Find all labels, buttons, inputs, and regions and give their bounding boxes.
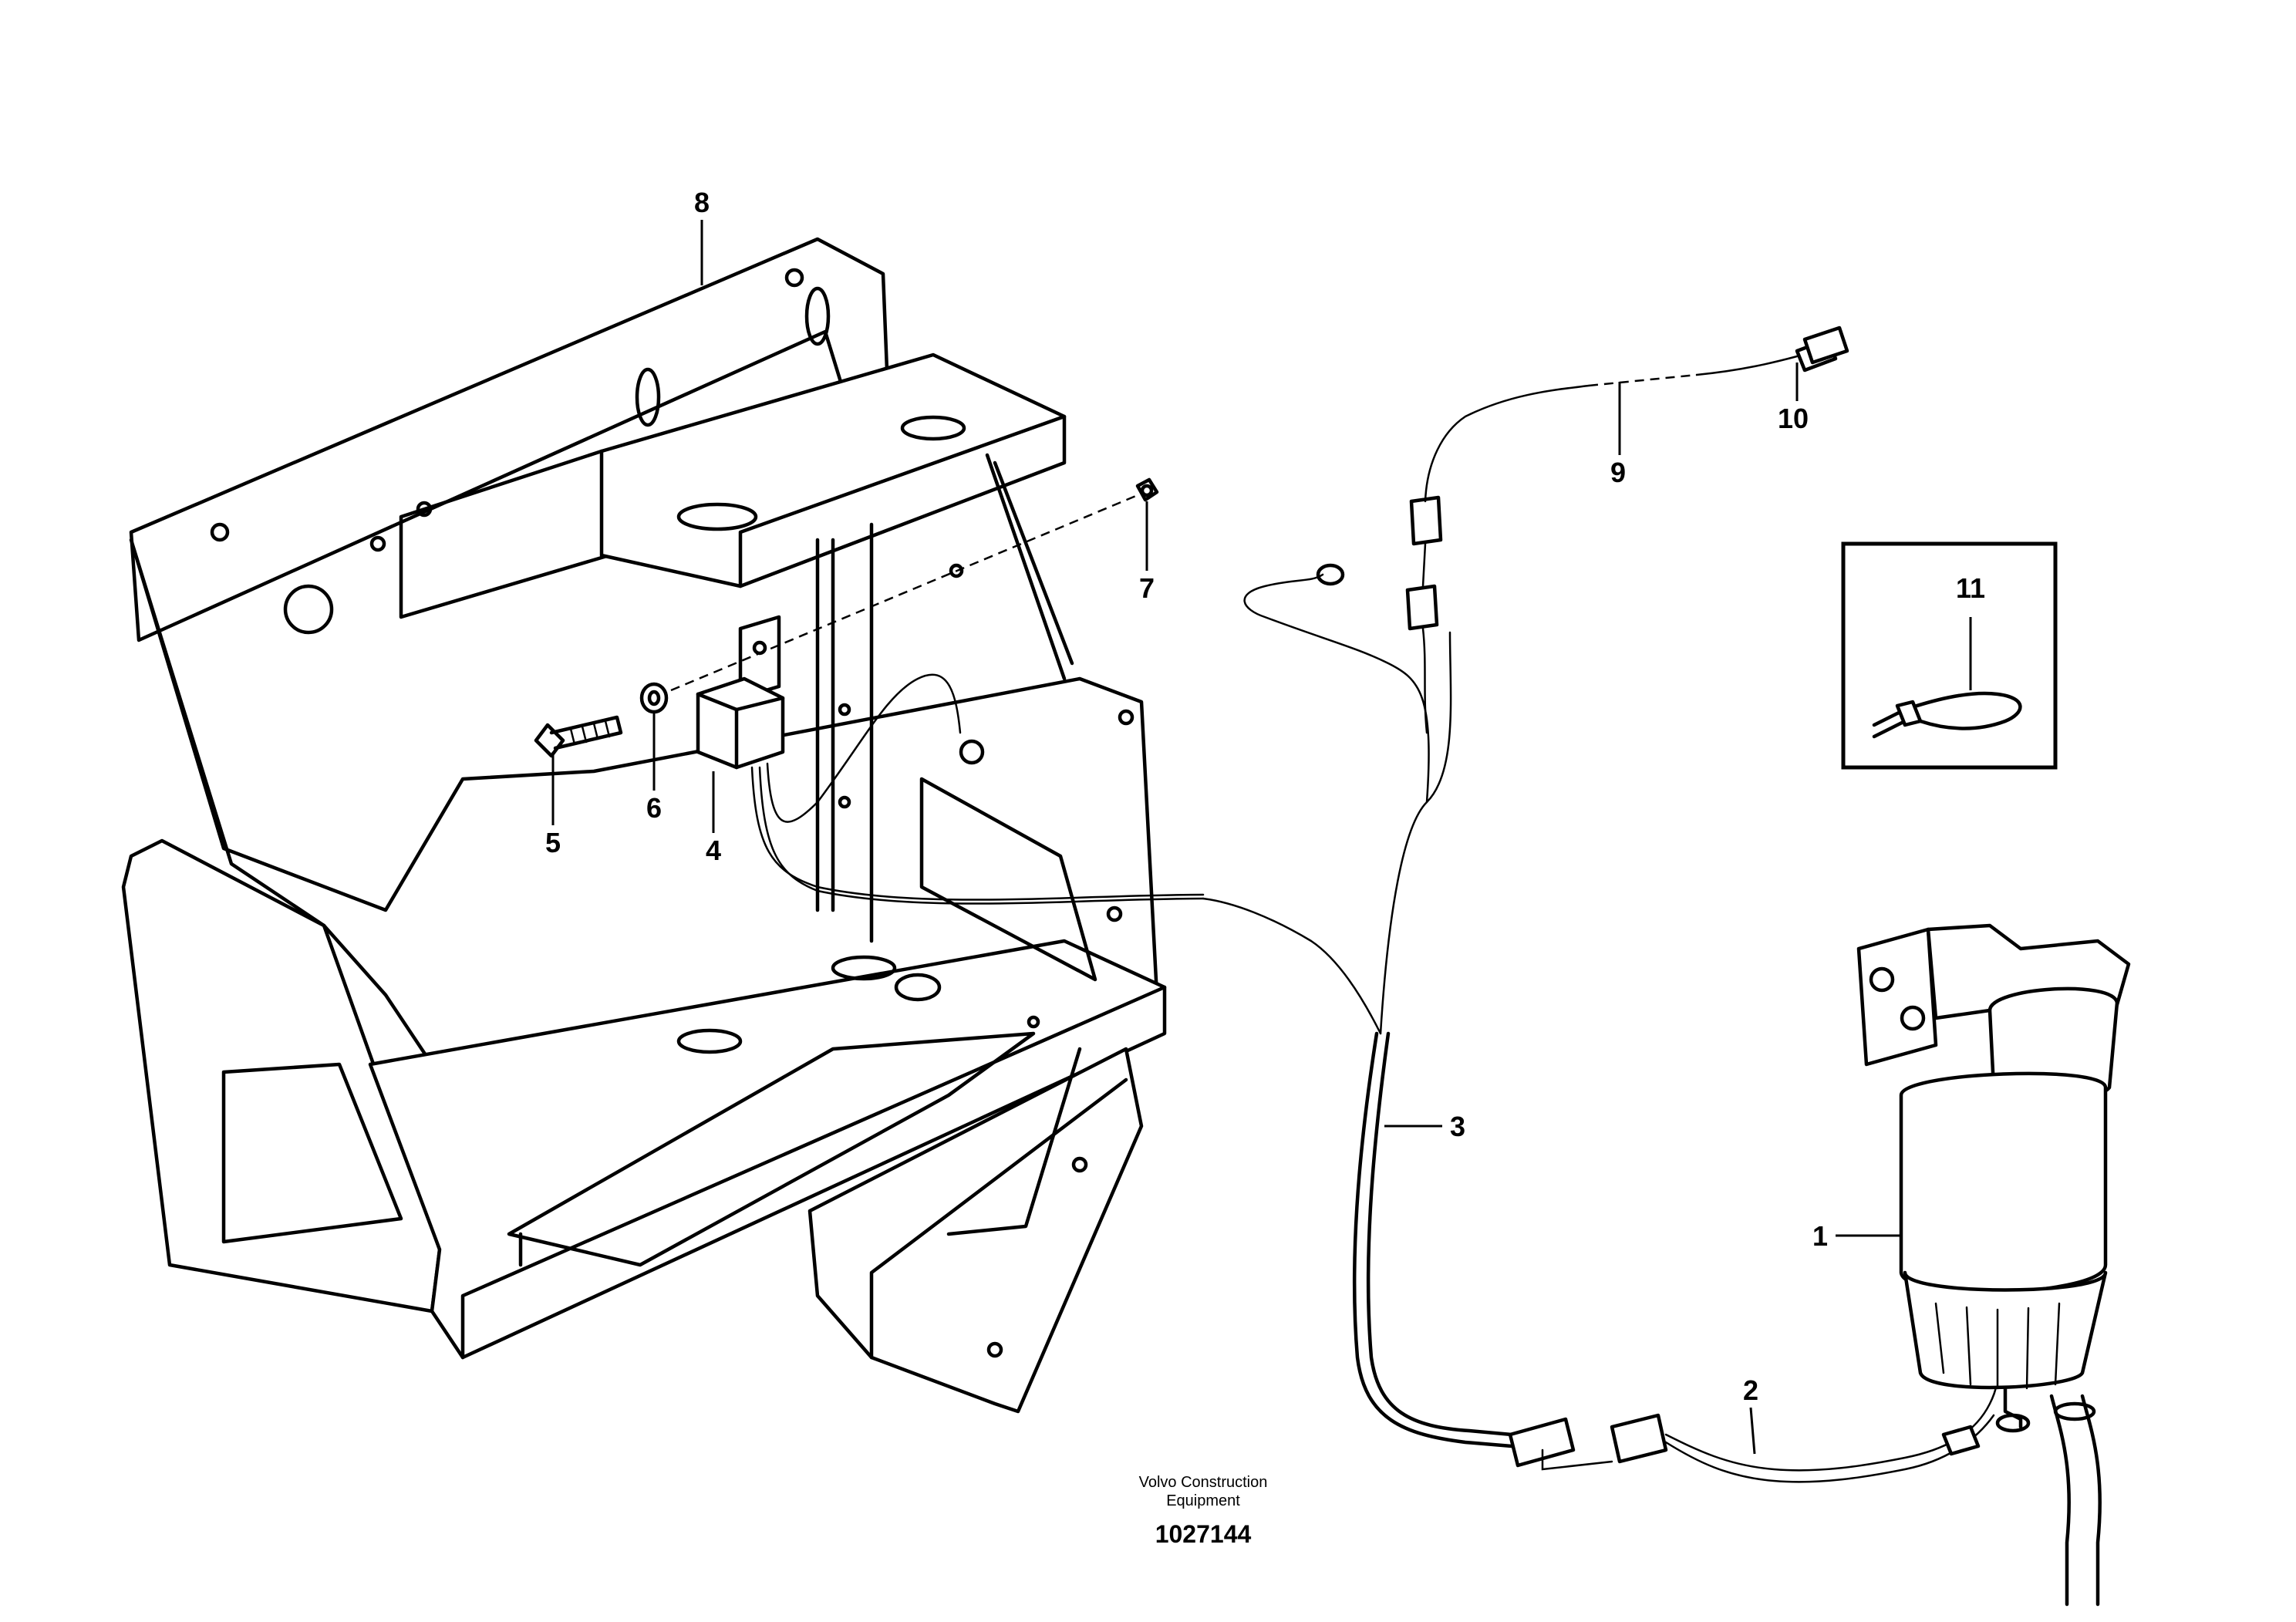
callout-5: 5: [545, 827, 561, 858]
brand-line-2: Equipment: [1166, 1492, 1240, 1509]
bolt-washer-nut: [534, 477, 1159, 758]
callout-7: 7: [1139, 572, 1155, 604]
wire-harness: [1202, 325, 1999, 1483]
relay: [696, 615, 1205, 905]
callout-6: 6: [646, 792, 662, 824]
callout-10: 10: [1778, 403, 1809, 434]
footer: Volvo Construction Equipment 1027144: [1139, 1474, 1268, 1548]
callout-8: 8: [694, 187, 710, 218]
callout-9: 9: [1610, 457, 1626, 488]
callout-2: 2: [1743, 1374, 1758, 1406]
document-number: 1027144: [1155, 1520, 1252, 1548]
bracket-assembly: [121, 237, 1167, 1414]
inset-frame: [1841, 541, 2058, 770]
callout-labels: 1 2 3 4 5 6 7 8 9 10 11: [545, 187, 1985, 1406]
brand-line-1: Volvo Construction: [1139, 1474, 1268, 1491]
fuel-filter: [1856, 923, 2131, 1607]
callout-3: 3: [1450, 1111, 1465, 1142]
leader-lines: [551, 220, 1972, 1455]
callout-4: 4: [706, 835, 721, 866]
callout-11: 11: [1956, 572, 1985, 604]
callout-1: 1: [1812, 1220, 1828, 1252]
cable-tie-inset: [1841, 541, 2058, 770]
